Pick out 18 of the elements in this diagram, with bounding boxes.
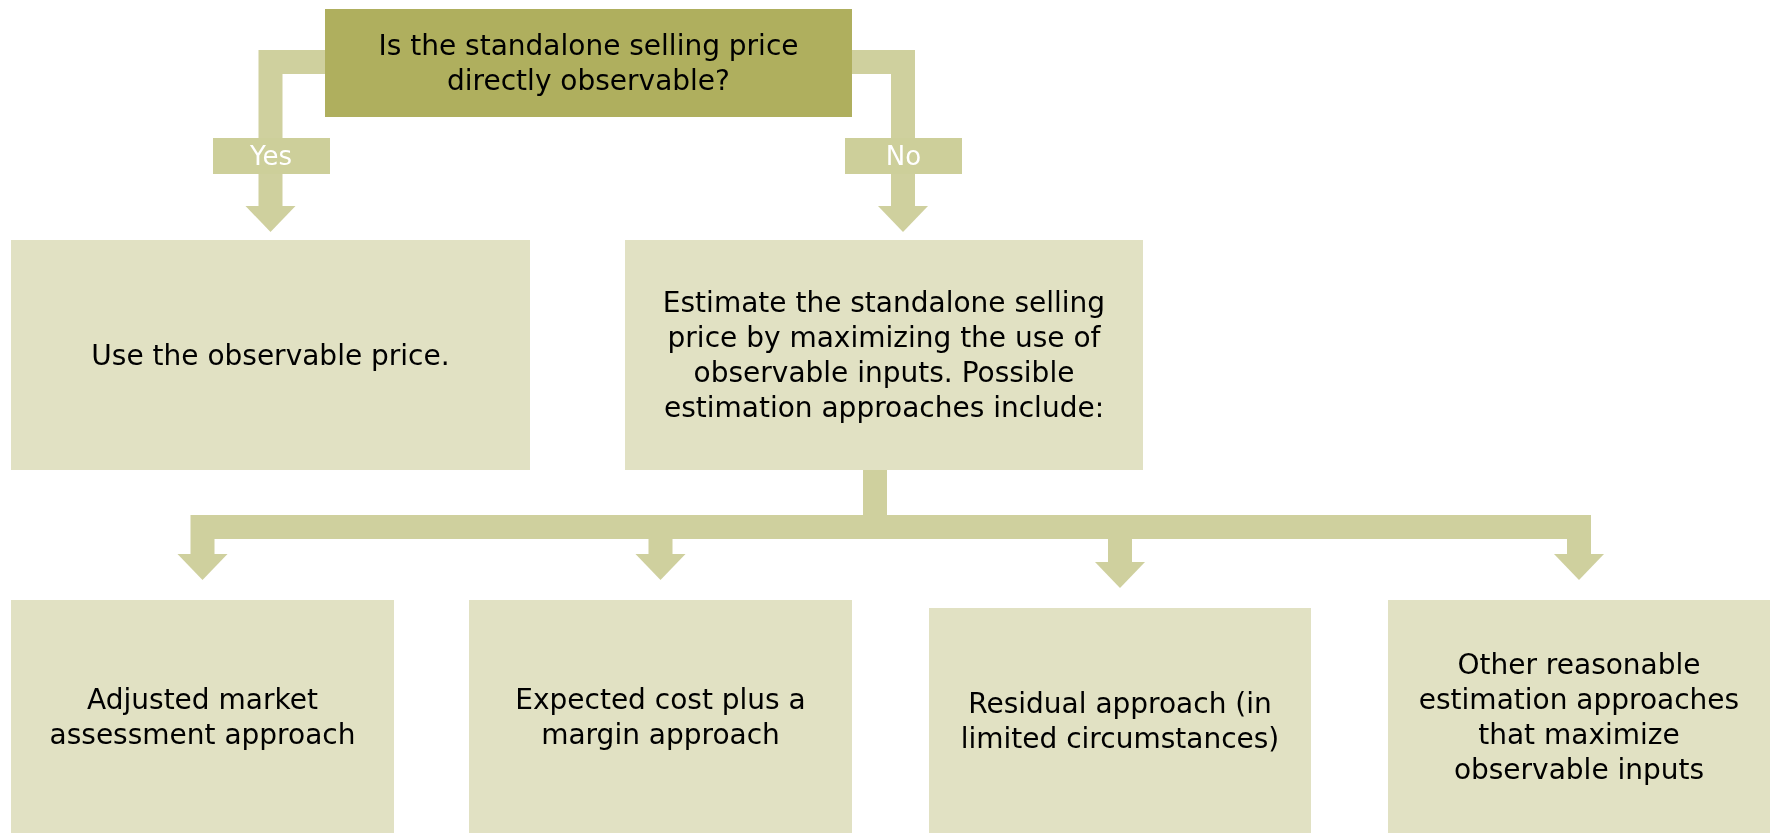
process-box [469,600,852,833]
edge-label: Yes [212,138,330,174]
node-text: Use the observable price. [91,337,450,373]
node-text: Other reasonable estimation approaches that maximize observable inputs [1417,646,1741,787]
process-box [1388,600,1770,833]
arrow [852,50,928,232]
node-text: Is the standalone selling price directly observable? [377,28,800,98]
node-text: Estimate the standalone selling price by maximizing the use of observable inputs. Possible estimation approaches include: [661,285,1107,425]
process-box [11,240,530,470]
node-text: Expected cost plus a margin approach [514,681,807,752]
node-text: Residual approach (in limited circumstances) [959,685,1281,756]
arrow [245,50,325,232]
edge-label: No [845,138,962,174]
node-text: Adjusted market assessment approach [48,681,357,752]
process-box [625,240,1143,470]
process-box [929,608,1311,833]
decision-box [325,9,852,117]
process-box [11,600,394,833]
